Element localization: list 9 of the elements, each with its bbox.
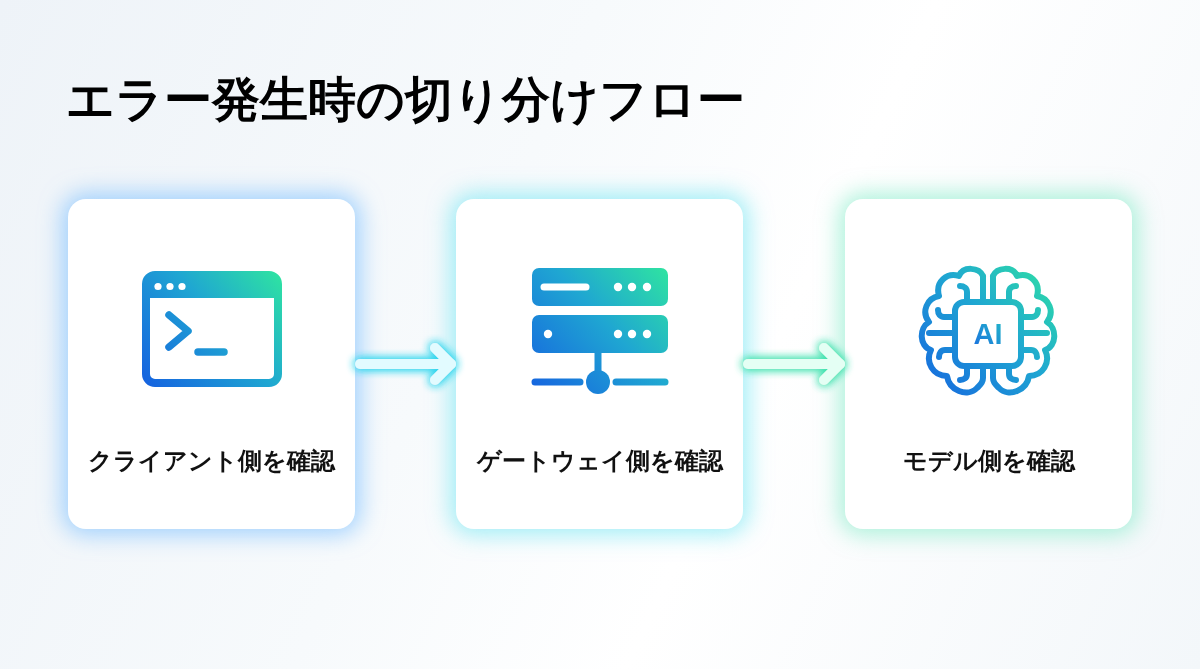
card <box>68 199 355 529</box>
arrow <box>355 343 456 385</box>
card <box>845 199 1132 529</box>
card-label: モデル側を確認 <box>902 447 1075 476</box>
card <box>456 199 743 529</box>
card-label: ゲートウェイ側を確認 <box>476 447 723 476</box>
title: エラー発生時の切り分けフロー <box>66 71 745 129</box>
arrow <box>743 343 845 385</box>
card-label: クライアント側を確認 <box>88 447 335 476</box>
